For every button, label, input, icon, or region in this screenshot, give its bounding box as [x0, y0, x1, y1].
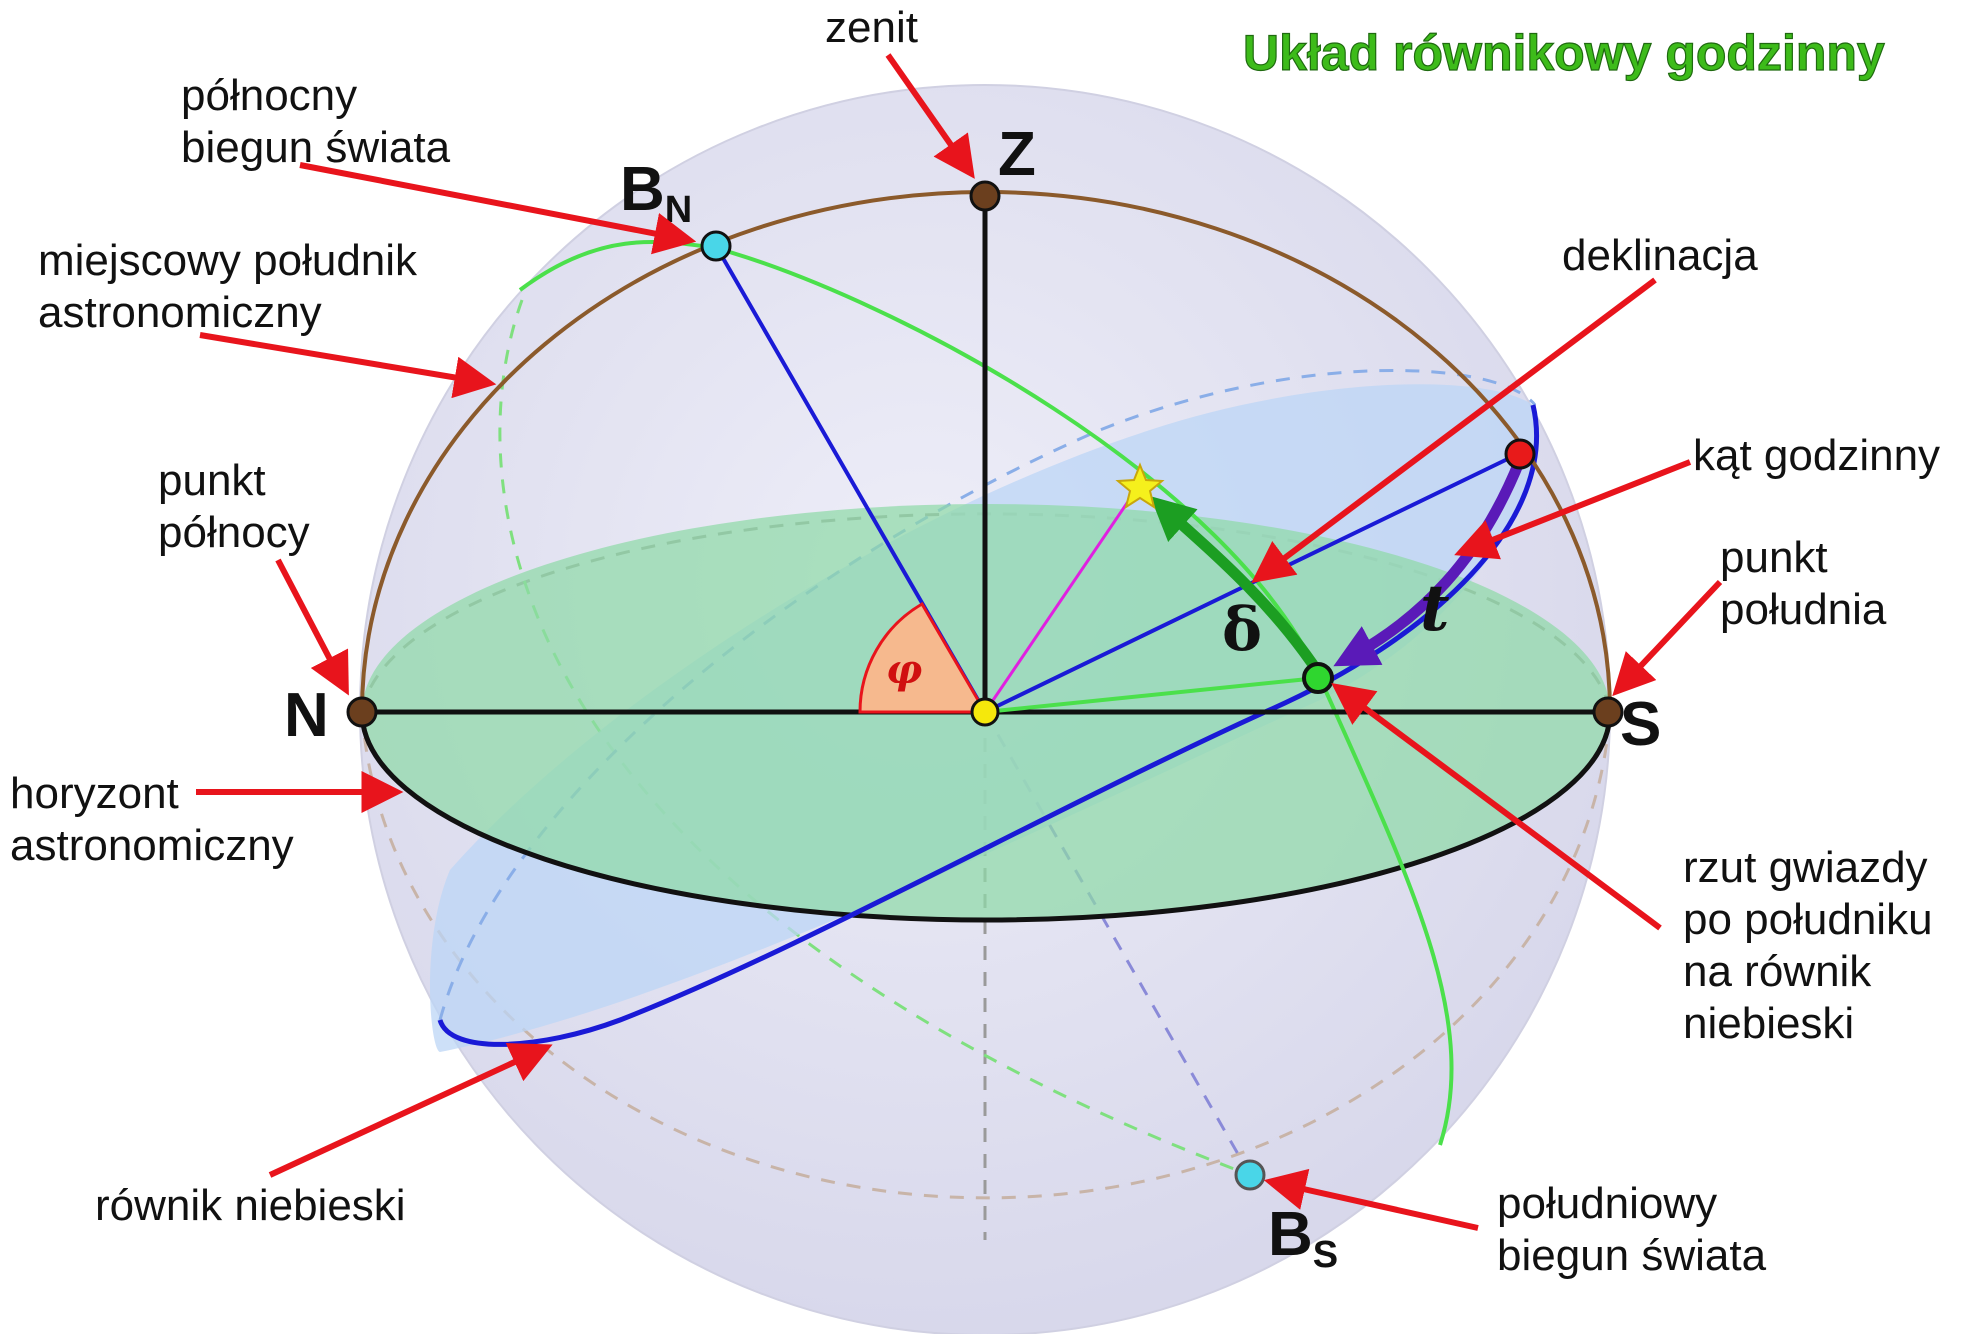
- label-star-projection: rzut gwiazdy po południku na równik nieb…: [1683, 843, 1945, 1048]
- south-pole-label: BS: [1268, 1200, 1338, 1276]
- latitude-symbol: φ: [886, 646, 922, 693]
- arrow-hour-angle: [1454, 459, 1692, 560]
- label-declination: deklinacja: [1562, 231, 1758, 280]
- hour-angle-symbol: t: [1420, 571, 1450, 646]
- north-celestial-pole-point: [700, 230, 732, 262]
- hour-angle-origin-point: [1504, 438, 1536, 470]
- arrow-south-celestial-pole: [1263, 1168, 1479, 1231]
- declination-arrow: [1150, 496, 1323, 676]
- label-zenit: zenit: [825, 3, 918, 52]
- north-point: [346, 696, 378, 728]
- observer-center-point: [970, 697, 1000, 727]
- latitude-angle-sector: [858, 601, 988, 714]
- star-projection-point: [1302, 662, 1334, 694]
- label-hour-angle: kąt godzinny: [1693, 431, 1940, 480]
- label-north-celestial-pole: północny biegun świata: [181, 71, 451, 172]
- arrow-declination: [1251, 277, 1657, 584]
- label-meridian: miejscowy południk astronomiczny: [38, 236, 429, 337]
- label-horizon: horyzont astronomiczny: [10, 769, 294, 870]
- zenith-point: [969, 180, 1001, 212]
- label-north-point: punkt północy: [158, 456, 310, 557]
- arrow-meridian: [199, 332, 497, 399]
- horizon-front-edge: [359, 711, 1613, 923]
- arrow-south-point: [1612, 579, 1723, 697]
- label-south-celestial-pole: południowy biegun świata: [1497, 1179, 1767, 1280]
- north-pole-label: BN: [620, 155, 692, 231]
- south-celestial-pole-point: [1234, 1159, 1266, 1191]
- south-label: S: [1620, 690, 1661, 759]
- arrow-north-point: [275, 558, 349, 696]
- arrow-star-projection: [1331, 682, 1662, 931]
- hour-angle-arrow: [1333, 457, 1526, 667]
- zenith-label: Z: [998, 120, 1036, 189]
- diagram-title: Układ równikowy godzinny: [1243, 25, 1885, 81]
- lower-meridian-dashed: [360, 711, 1612, 1200]
- star-radius: [983, 483, 1142, 713]
- projection-radius: [984, 676, 1319, 714]
- label-south-point: punkt południa: [1720, 533, 1887, 634]
- celestial-equator: [437, 404, 1540, 1047]
- star-icon: [1115, 462, 1165, 510]
- arrow-north-celestial-pole: [299, 162, 697, 255]
- arrow-celestial-equator: [268, 1043, 553, 1178]
- declination-symbol: δ: [1222, 595, 1262, 665]
- south-point: [1592, 696, 1624, 728]
- north-label: N: [284, 681, 329, 750]
- arrow-zenit: [885, 53, 975, 179]
- label-celestial-equator: równik niebieski: [95, 1181, 406, 1230]
